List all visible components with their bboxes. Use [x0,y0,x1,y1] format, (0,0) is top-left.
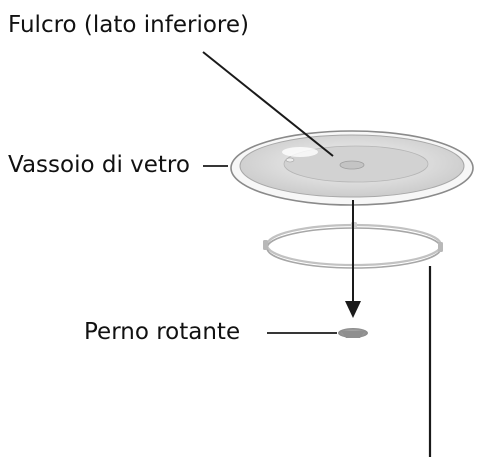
glass-tray [230,130,474,206]
rotating-pin [338,328,368,338]
label-fulcro: Fulcro (lato inferiore) [8,12,249,38]
glass-tray-highlight [282,147,318,157]
rotating-pin-body [341,331,365,338]
glass-tray-hub-mark [339,160,365,170]
label-vassoio: Vassoio di vetro [8,152,190,178]
roller-ring-wheel-right [438,242,443,252]
glass-tray-small-dot [285,157,295,163]
roller-ring-wheel-left [263,240,268,250]
center-axis-arrow-head [345,301,361,318]
label-perno: Perno rotante [84,319,241,345]
fulcro-leader-line [202,51,334,157]
